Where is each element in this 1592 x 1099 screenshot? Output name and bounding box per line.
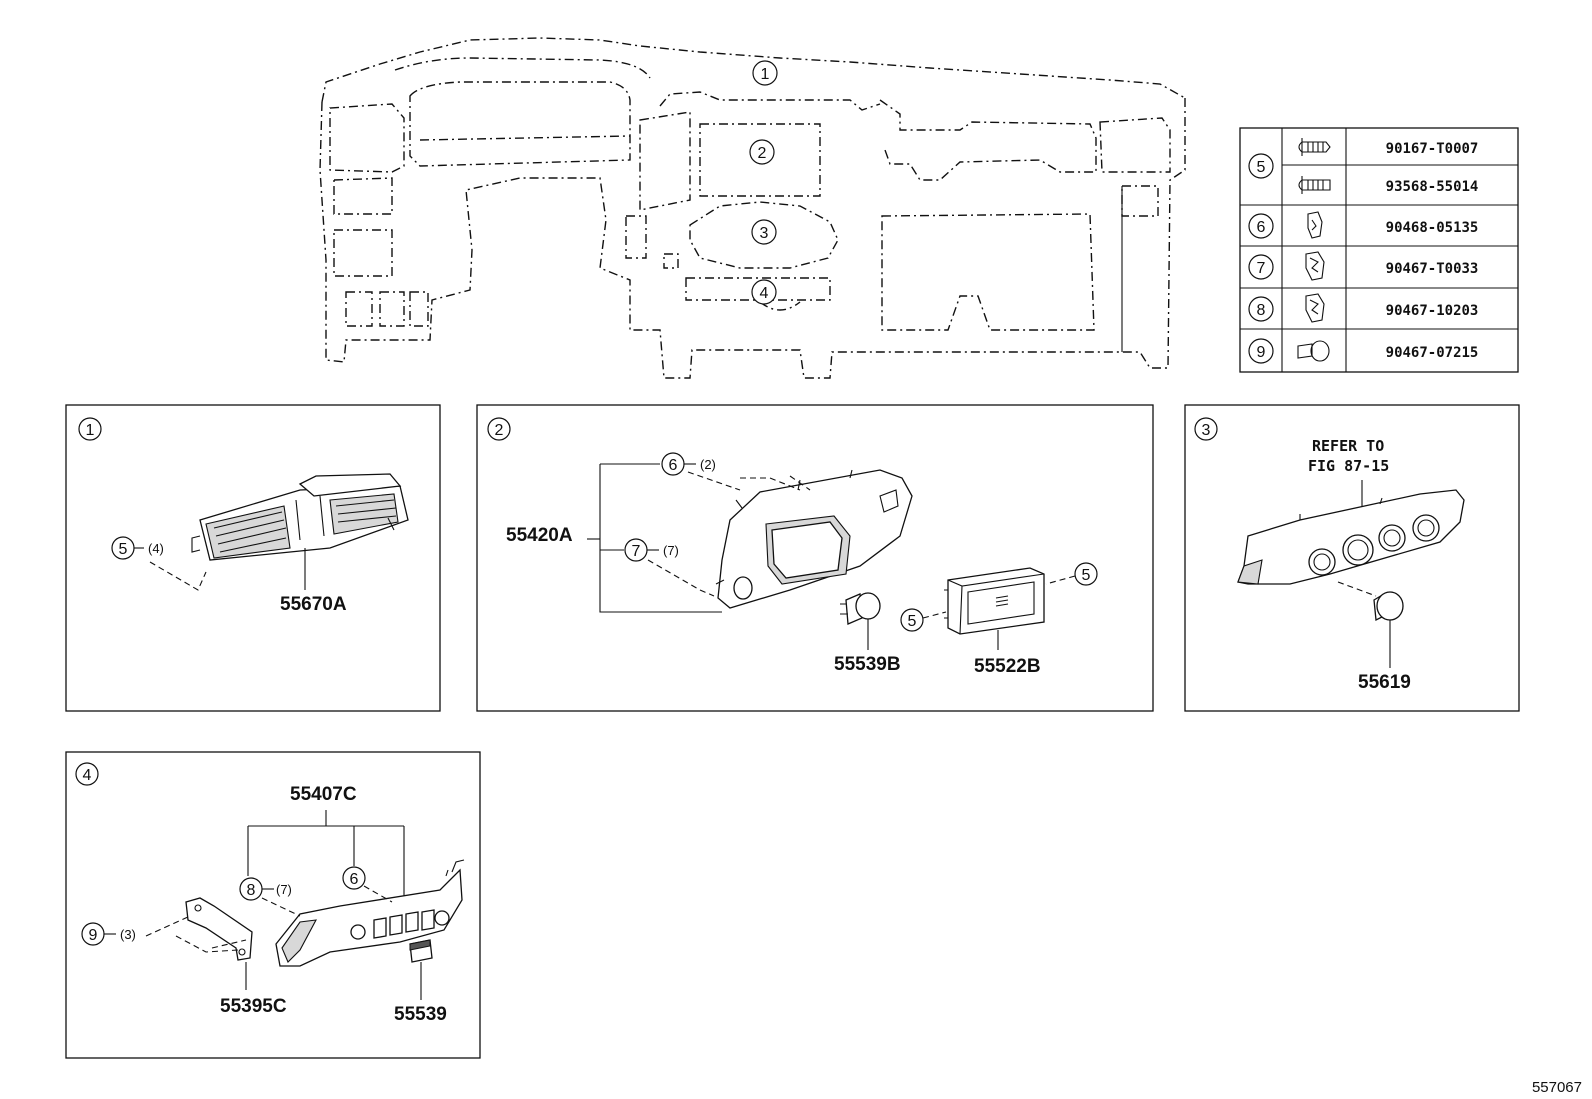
lower-panel-55407C [275,859,465,967]
part-label-55522B: 55522B [974,656,1041,677]
table-ref: 7 [1257,260,1266,277]
reference-note-line-2: FIG 87-15 [1308,457,1389,475]
fastener-callout-5a: 5 [1074,562,1098,586]
panel-1-number: 1 [86,422,95,439]
fastener-callout-7: 7 (7) [624,538,679,562]
fastener-ref: 6 [669,457,678,474]
table-ref: 6 [1257,219,1266,236]
table-part-number: 90468-05135 [1386,220,1479,236]
fastener-qty: (7) [663,543,679,558]
fastener-ref: 8 [247,882,256,899]
part-label-55420A: 55420A [506,525,573,546]
push-pin-icon [1297,340,1330,362]
fastener-qty: (7) [276,882,292,897]
overview-callout-2-label: 2 [758,145,767,162]
part-label-55395C: 55395C [220,996,287,1017]
center-cluster-bezel [715,469,913,609]
center-vent-assembly [191,473,409,561]
table-row: 8 90467-10203 [1248,293,1479,323]
overview-callout-3: 3 [751,219,777,245]
overview-callout-2: 2 [749,139,775,165]
table-row: 7 90467-T0033 [1248,251,1479,281]
fastener-callout-5b: 5 [900,608,924,632]
part-label-55619: 55619 [1358,672,1411,693]
overview-callout-4-label: 4 [760,285,769,302]
knob-55539B [840,592,881,625]
screw-icon [1298,176,1331,194]
clip-icon [1307,211,1323,239]
fastener-ref: 5 [119,541,128,558]
fastener-callout-9: 9 (3) [81,922,136,946]
overview-callout-1-label: 1 [761,66,770,83]
bracket-55395C [185,897,253,961]
fastener-callout-6: 6 (2) [661,452,716,476]
table-row: 5 90167-T0007 93568-55014 [1248,138,1479,195]
table-ref: 5 [1257,159,1266,176]
fastener-qty: (4) [148,541,164,556]
figure-number: 557067 [1532,1079,1582,1096]
overview-callout-4: 4 [751,279,777,305]
dashboard-overview: 1 2 3 4 [319,37,1186,379]
overview-callout-3-label: 3 [760,225,769,242]
panel-2-number: 2 [495,422,504,439]
reference-note-line-1: REFER TO [1312,437,1384,455]
panel-2: 2 55420A 6 (2) 7 (7) [476,404,1154,712]
table-part-number: 93568-55014 [1386,179,1479,195]
panel-4: 4 55407C 8 (7) 6 [65,751,481,1059]
table-ref: 9 [1257,344,1266,361]
fastener-ref: 5 [908,613,917,630]
display-module-55522B [944,567,1045,635]
table-part-number: 90467-T0033 [1386,261,1479,277]
switch-55539 [409,939,433,963]
climate-control-panel [1237,489,1465,585]
screw-icon [1298,138,1331,156]
clip-icon [1305,293,1325,323]
panel-1: 1 55670A 5 (4) [65,404,441,712]
part-label-55407C: 55407C [290,784,357,805]
hardware-table: 5 90167-T0007 93568-55014 6 90468-05135 [1239,127,1519,373]
table-ref: 8 [1257,302,1266,319]
panel-3-number: 3 [1202,422,1211,439]
fastener-ref: 7 [632,543,641,560]
part-label-55539: 55539 [394,1004,447,1025]
fastener-qty: (2) [700,457,716,472]
fastener-qty: (3) [120,927,136,942]
fastener-ref: 5 [1082,567,1091,584]
fastener-callout-5: 5 (4) [111,536,164,560]
table-part-number: 90467-07215 [1386,345,1479,361]
knob-55619 [1373,591,1404,622]
overview-callout-1: 1 [752,60,778,86]
table-row: 9 90467-07215 [1248,338,1479,364]
panel-3: 3 REFER TO FIG 87-15 55619 [1184,404,1520,712]
panel-4-number: 4 [83,767,92,784]
table-part-number: 90467-10203 [1386,303,1479,319]
table-row: 6 90468-05135 [1248,211,1479,239]
part-label-55670A: 55670A [280,594,347,615]
fastener-callout-6b: 6 [342,866,366,890]
clip-icon [1305,251,1325,281]
table-part-number: 90167-T0007 [1386,141,1479,157]
fastener-ref: 9 [89,927,98,944]
fastener-ref: 6 [350,871,359,888]
fastener-callout-8: 8 (7) [239,877,292,901]
part-label-55539B: 55539B [834,654,901,675]
